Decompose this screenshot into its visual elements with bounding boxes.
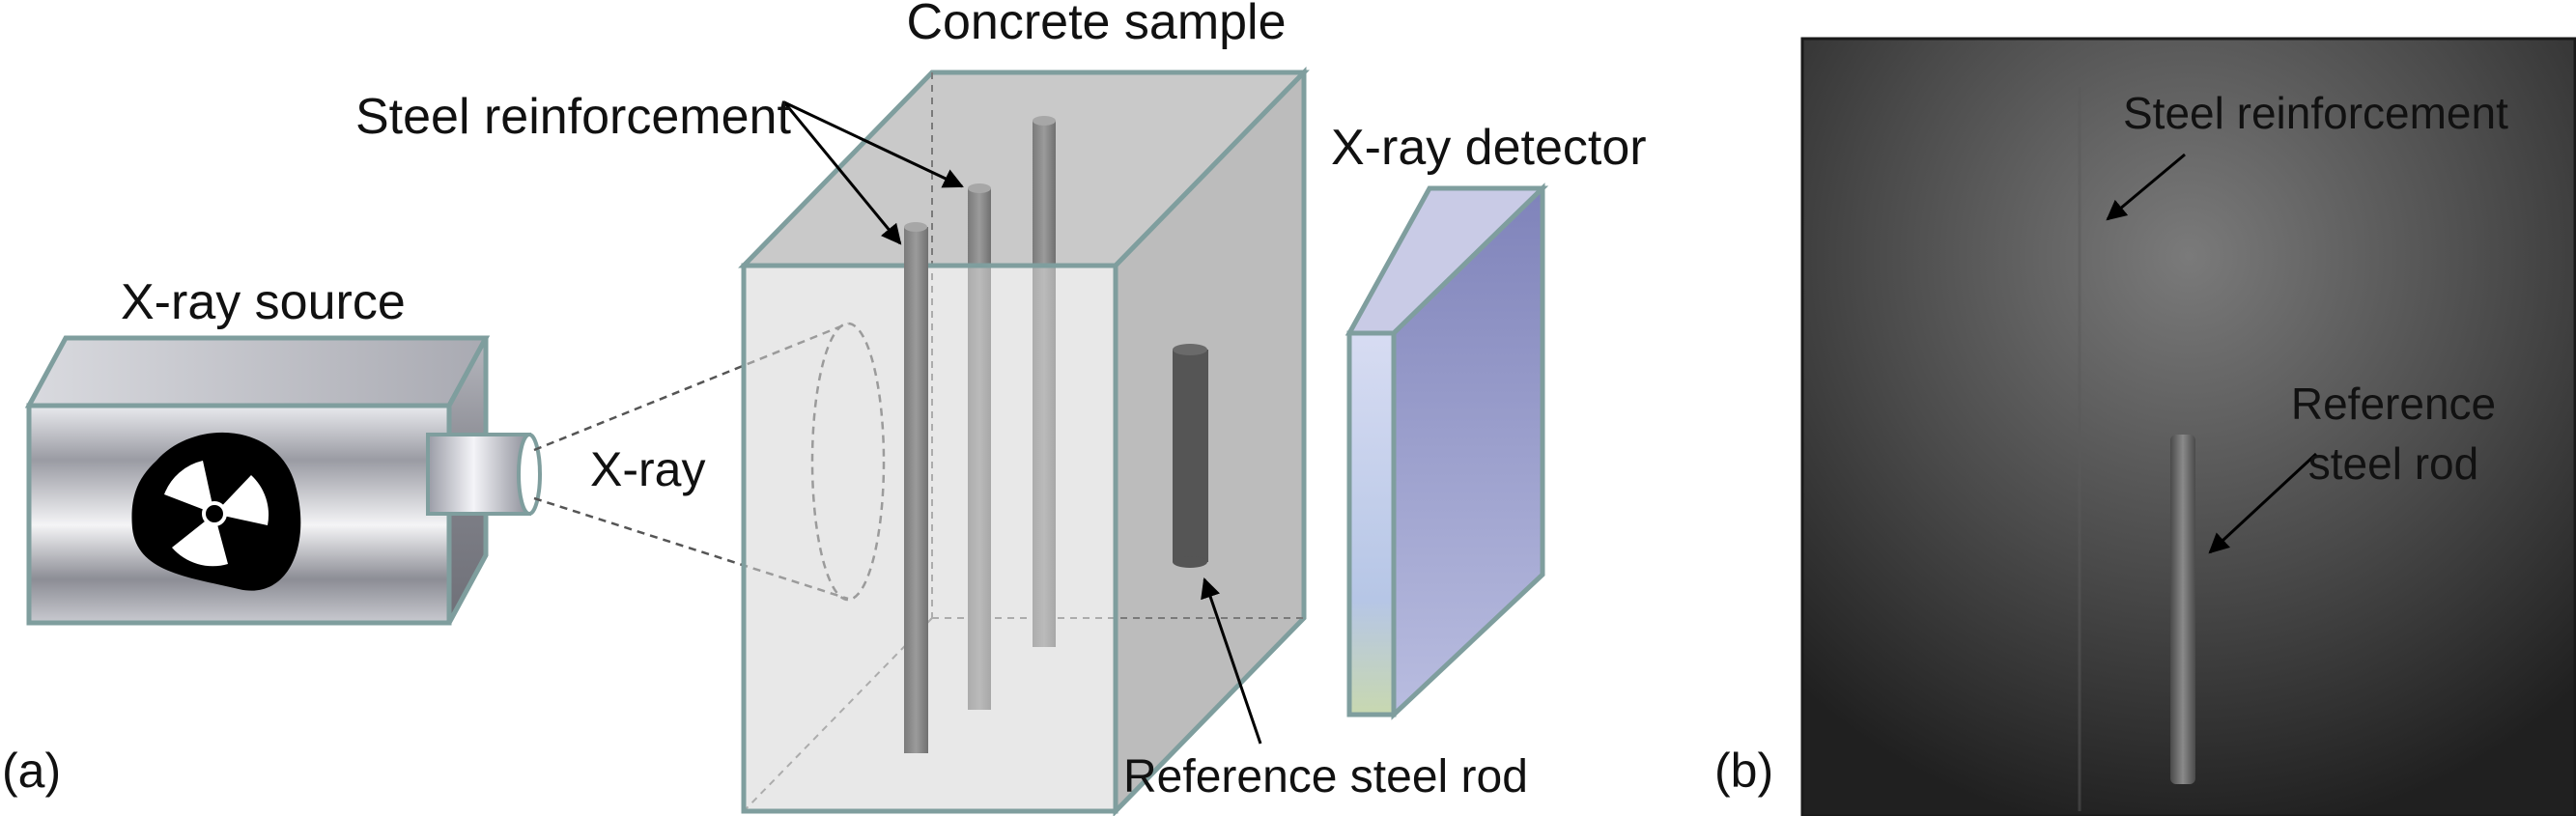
radiograph-label-reference-1: Reference [2291, 379, 2496, 429]
arrow-radiograph-reinforcement [2106, 153, 2186, 221]
label-concrete-sample: Concrete sample [906, 0, 1286, 50]
panel-a-label: (a) [2, 744, 61, 798]
arrow-rebar-1 [782, 101, 902, 245]
label-xray-detector: X-ray detector [1331, 120, 1647, 176]
reference-steel-rod [1173, 344, 1208, 568]
label-xray-source: X-ray source [121, 274, 406, 330]
radiograph-label-reinforcement: Steel reinforcement [2123, 88, 2508, 138]
arrow-rebar-2 [783, 100, 964, 188]
radiation-icon [131, 432, 301, 591]
rebar-1 [904, 222, 928, 753]
radiograph-reference-rod [2170, 435, 2195, 784]
concrete-block [738, 66, 1310, 816]
arrow-radiograph-reference [2208, 452, 2318, 554]
label-reference-steel-rod: Reference steel rod [1123, 751, 1528, 802]
xray-nozzle [426, 433, 542, 516]
xray-detector [1345, 183, 1549, 720]
arrow-reference-rod [1201, 577, 1262, 745]
panel-a: Concrete sample Steel reinforcement X-ra… [2, 0, 1647, 816]
label-steel-reinforcement: Steel reinforcement [355, 89, 791, 145]
radiograph-label-reference-2: steel rod [2308, 438, 2478, 489]
label-xray: X-ray [590, 442, 705, 496]
panel-b-label: (b) [1714, 744, 1773, 798]
panel-b: Steel reinforcement Reference steel rod … [1714, 37, 2576, 816]
